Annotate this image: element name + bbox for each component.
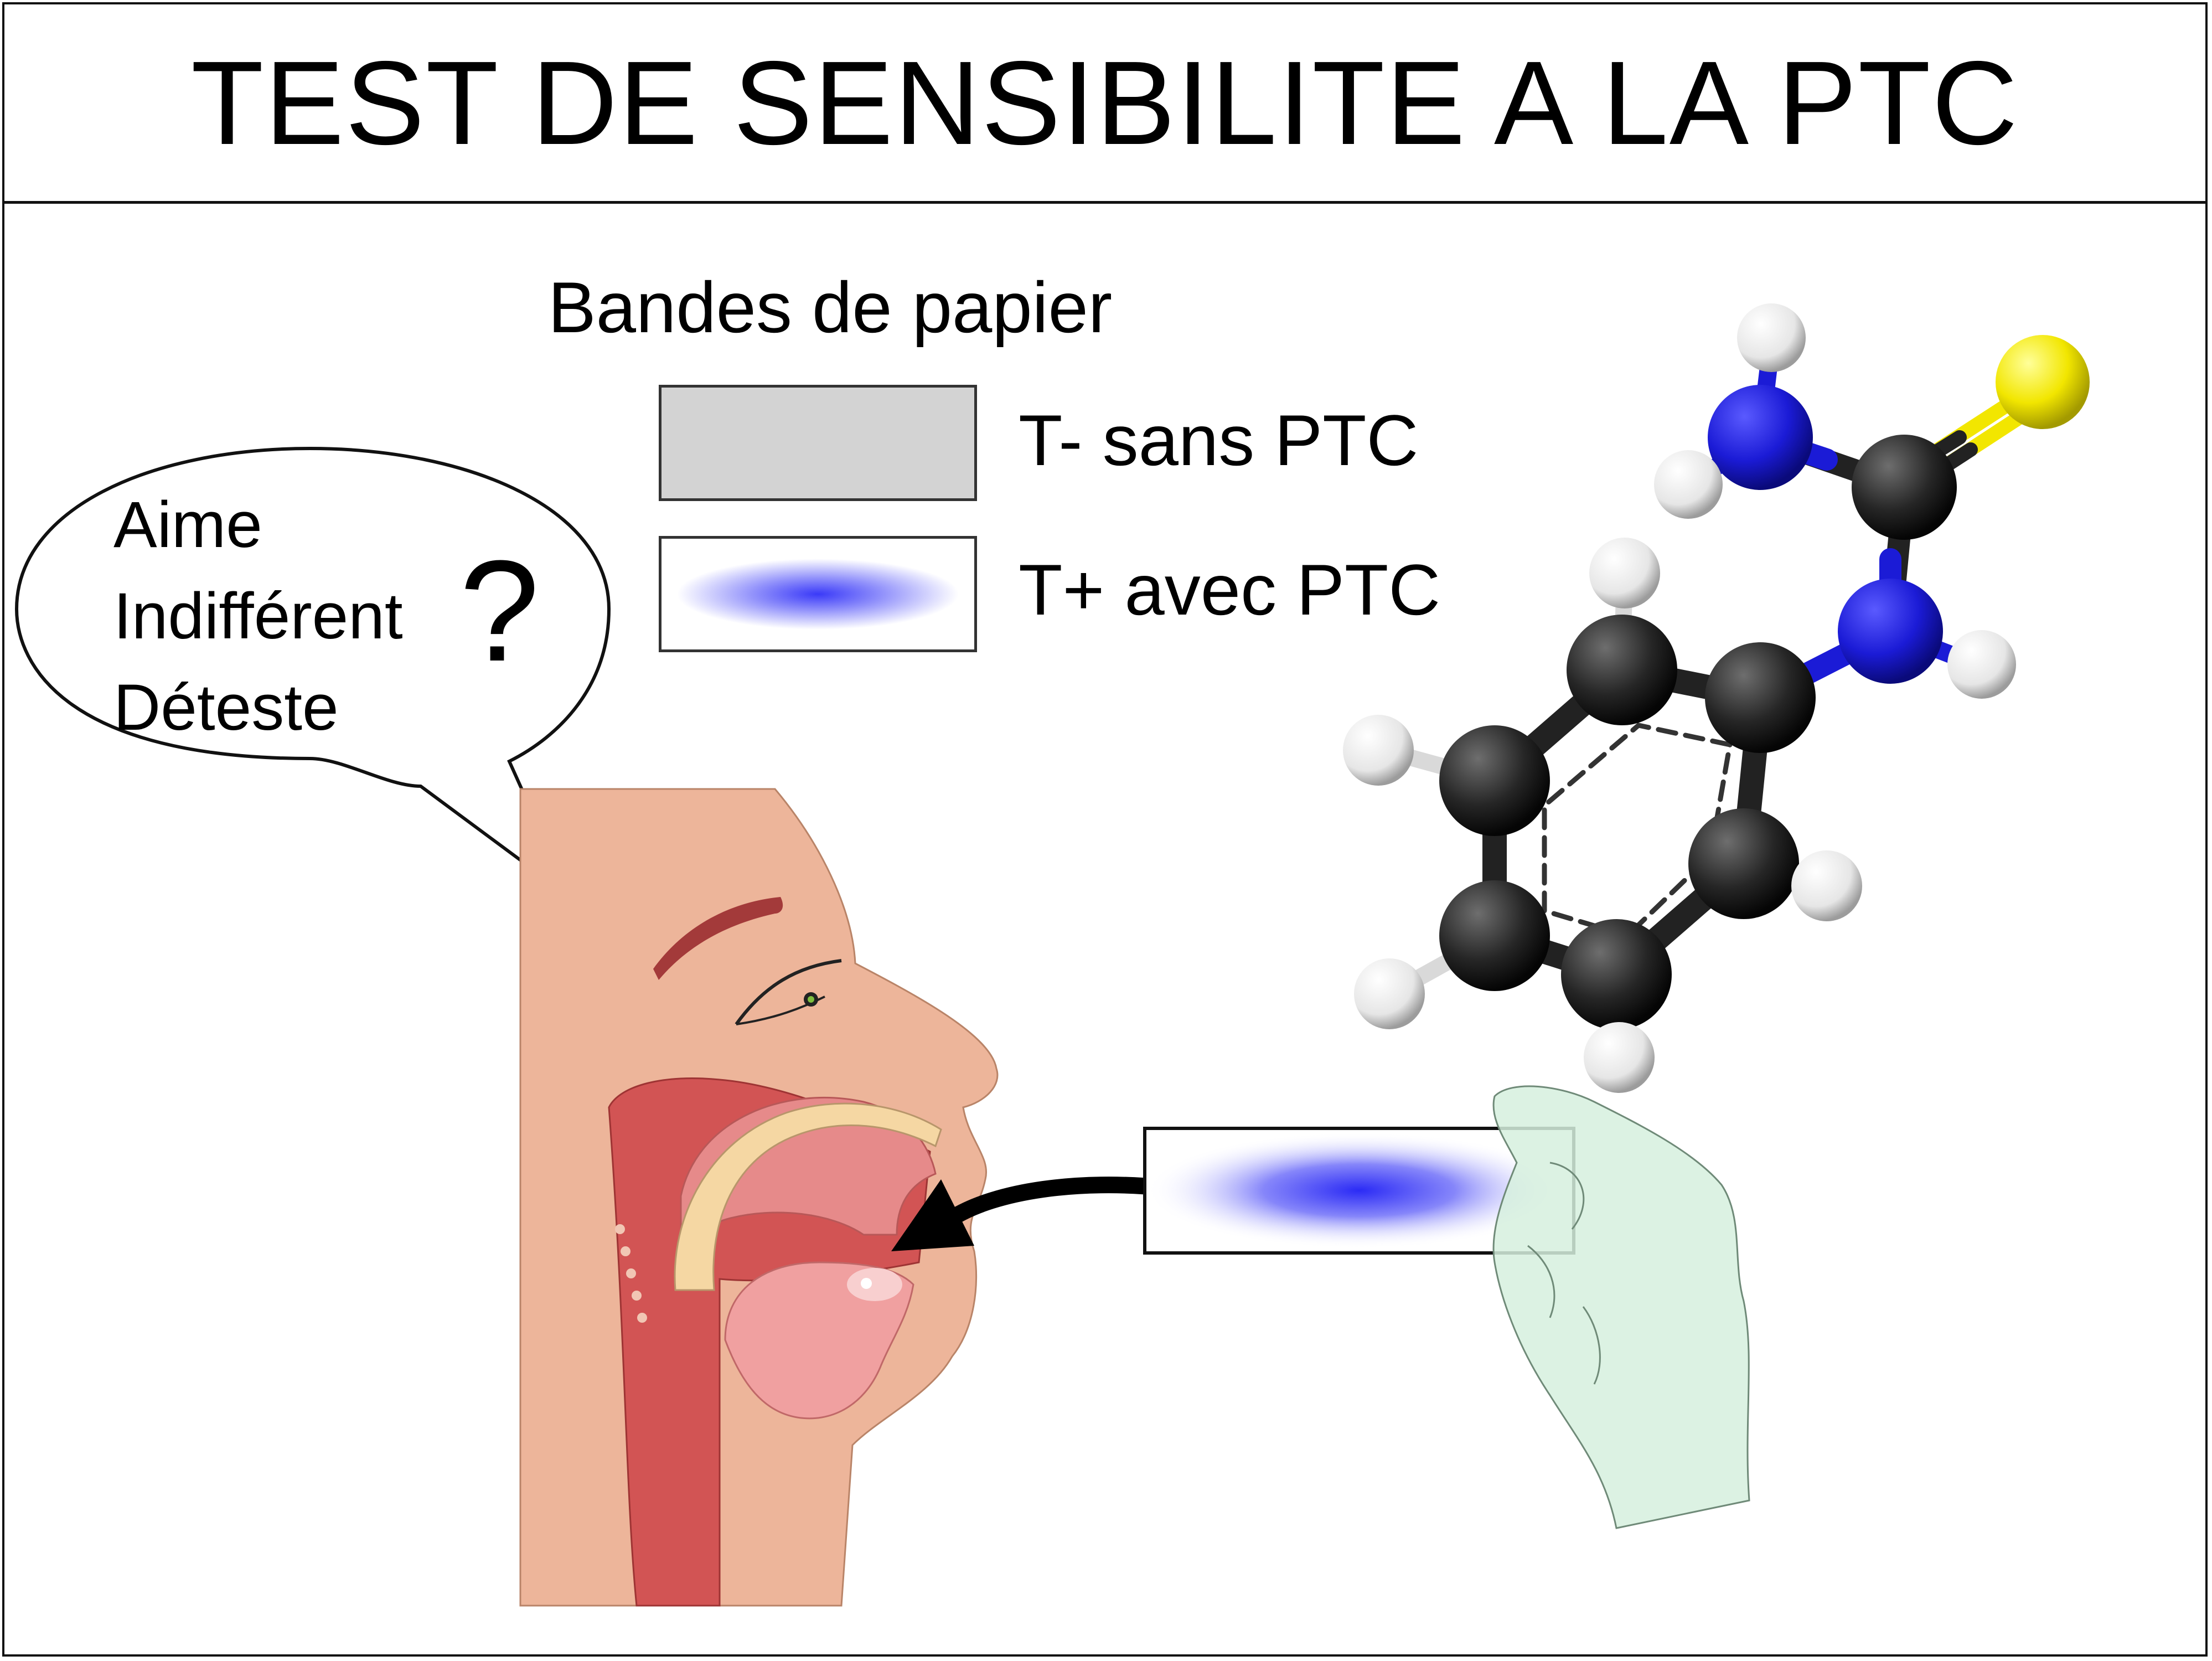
question-mark: ? <box>459 531 540 692</box>
legend-heading: Bandes de papier <box>548 267 1113 348</box>
speech-bubble <box>14 446 611 902</box>
bubble-option-dislike: Déteste <box>113 671 339 744</box>
head-profile-icon <box>519 788 999 1607</box>
title-bar: TEST DE SENSIBILITE A LA PTC <box>4 4 2205 204</box>
ptc-molecule-icon <box>1343 303 2090 1093</box>
legend-label-negative: T- sans PTC <box>1019 400 1419 481</box>
gloved-hand-icon <box>1492 1085 1750 1529</box>
bubble-option-indifferent: Indifférent <box>113 580 403 653</box>
legend-swatch-positive <box>659 536 977 652</box>
legend-label-positive: T+ avec PTC <box>1019 549 1441 630</box>
page-title: TEST DE SENSIBILITE A LA PTC <box>190 35 2019 169</box>
curved-arrow-icon <box>891 1177 1171 1251</box>
legend-swatch-negative <box>659 385 977 501</box>
bubble-option-like: Aime <box>113 488 262 561</box>
